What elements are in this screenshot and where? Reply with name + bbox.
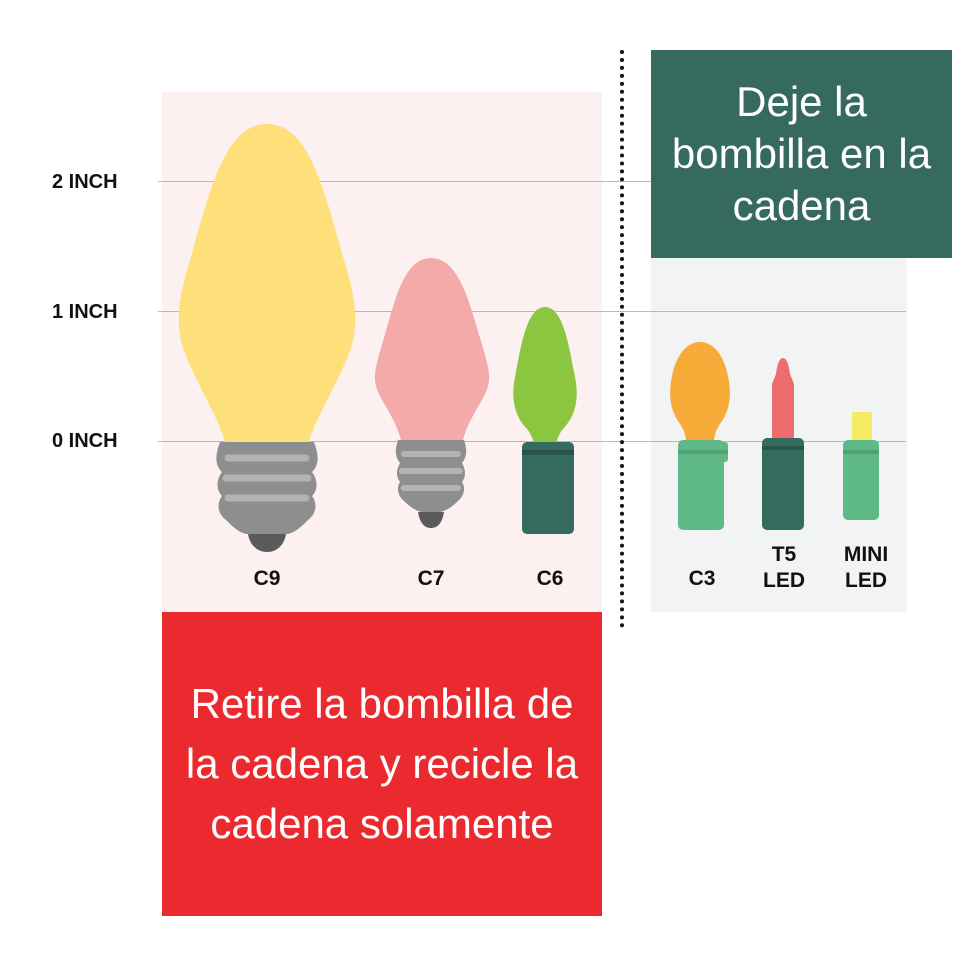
c7-label: C7: [417, 567, 445, 590]
scale-label-0-inch: 0 INCH: [52, 430, 118, 452]
gridline-2-inch: [158, 181, 906, 182]
c6-base: [522, 442, 574, 534]
c6-bulb-icon: [513, 307, 577, 534]
mini-base: [843, 440, 879, 520]
t5-led-bulb-icon: [762, 358, 804, 530]
c3-base: [678, 440, 724, 530]
c7-bulb-icon: [374, 258, 490, 528]
c9-base: [216, 442, 318, 534]
c6-glass: [513, 307, 577, 446]
c9-bulb-icon: [178, 124, 356, 552]
scale-label-2-inch: 2 INCH: [52, 171, 118, 193]
c9-tip: [248, 534, 286, 552]
scale-label-1-inch: 1 INCH: [52, 301, 118, 323]
t5-base: [762, 438, 804, 530]
remove-bulb-heading: Retire la bombilla de la cadena y recicl…: [162, 612, 602, 916]
c3-glass: [670, 342, 730, 442]
gridline-0-inch: [158, 441, 906, 442]
c3-label: C3: [688, 567, 716, 590]
c9-glass: [178, 124, 356, 445]
c3-bulb-icon: [670, 342, 730, 530]
c9-label: C9: [253, 567, 281, 590]
keep-bulb-heading: Deje la bombilla en la cadena: [651, 50, 952, 258]
mini-glass: [852, 412, 872, 444]
t5-glass: [772, 358, 794, 440]
c7-tip: [418, 512, 444, 528]
gridline-1-inch: [158, 311, 906, 312]
mini-led-bulb-icon: [843, 412, 879, 520]
t5-led-label: T5 LED: [763, 543, 805, 592]
section-divider: [620, 50, 624, 628]
c7-glass: [374, 258, 490, 445]
c6-label: C6: [536, 567, 564, 590]
c7-base: [395, 440, 467, 512]
mini-led-label: MINI LED: [843, 543, 889, 592]
